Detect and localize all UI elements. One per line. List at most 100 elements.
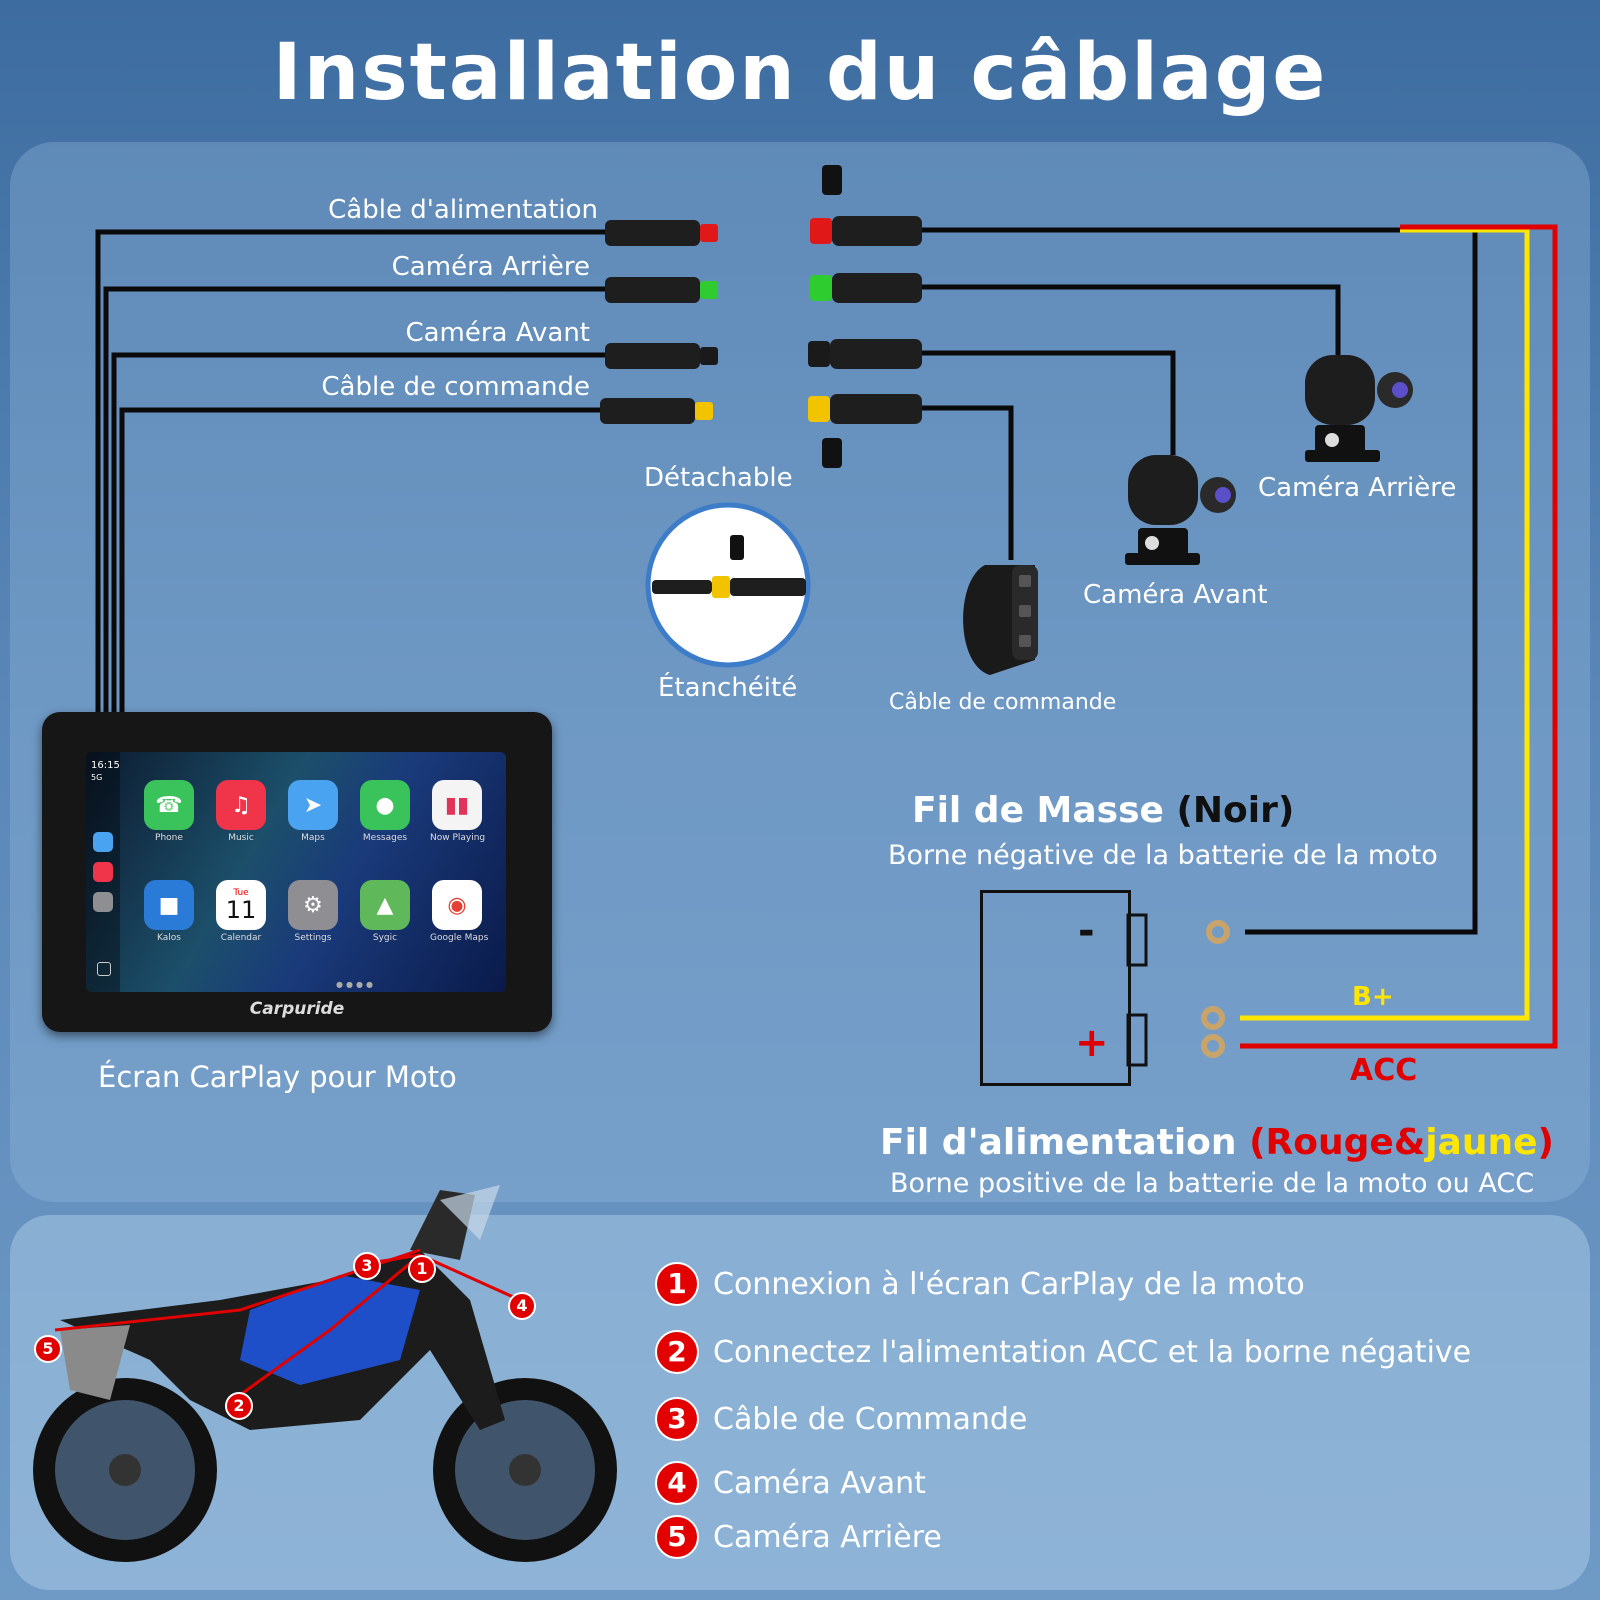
- page-title: Installation du câblage: [272, 28, 1328, 118]
- left-connectors: [600, 220, 718, 424]
- wire-front-left: [111, 352, 610, 712]
- app-kalos[interactable]: ■ Kalos: [142, 880, 196, 943]
- dock-settings-icon[interactable]: [93, 892, 113, 912]
- app-now-playing[interactable]: ▮▮ Now Playing: [430, 780, 485, 843]
- connector-front-right-tip: [808, 341, 830, 367]
- label-detachable: Détachable: [644, 463, 793, 493]
- connector-rear-right: [832, 273, 922, 303]
- label-power-cable-left: Câble d'alimentation: [328, 195, 598, 225]
- app-maps[interactable]: ➤ Maps: [286, 780, 340, 843]
- calendar-icon: Tue 11: [216, 880, 266, 930]
- label-front-camera-left: Caméra Avant: [405, 318, 590, 348]
- status-time: 16:15: [91, 760, 120, 771]
- wire-power-left: [95, 229, 610, 712]
- brand-logo: Carpuride: [249, 999, 345, 1019]
- status-network: 5G: [91, 773, 103, 782]
- connector-power-right: [832, 216, 922, 246]
- battery-box: [980, 890, 1131, 1086]
- acc-label: ACC: [1350, 1053, 1418, 1088]
- connector-front-left-tip: [700, 347, 718, 365]
- app-settings[interactable]: ⚙ Settings: [286, 880, 340, 943]
- bplus-label: B+: [1352, 982, 1394, 1012]
- motorcycle-illustration: [33, 1185, 617, 1562]
- connector-front-right: [830, 339, 922, 369]
- app-phone[interactable]: ☎ Phone: [142, 780, 196, 843]
- bike-marker-1: 1: [408, 1255, 436, 1283]
- battery-minus: -: [1078, 908, 1095, 954]
- ground-wire-desc: Borne négative de la batterie de la moto: [888, 840, 1438, 871]
- wire-power-right-black: [922, 227, 1478, 935]
- connector-control-left-tip: [695, 402, 713, 420]
- connector-power-left-tip: [700, 224, 718, 242]
- home-button-icon[interactable]: [97, 962, 111, 976]
- connector-control-right-tip: [808, 396, 830, 422]
- ring-terminals: [1201, 920, 1230, 1058]
- wire-rear-camera: [922, 284, 1341, 355]
- app-music[interactable]: ♫ Music: [214, 780, 268, 843]
- app-calendar[interactable]: Tue 11 Calendar: [214, 880, 268, 943]
- messages-icon: ●: [360, 780, 410, 830]
- app-sygic[interactable]: ▲ Sygic: [358, 880, 412, 943]
- wire-front-camera: [922, 350, 1176, 455]
- sygic-icon: ▲: [360, 880, 410, 930]
- right-connectors: [808, 165, 922, 468]
- power-wire-desc: Borne positive de la batterie de la moto…: [890, 1168, 1535, 1199]
- connector-power-left: [605, 220, 700, 246]
- ring-terminal-acc: [1201, 1034, 1225, 1058]
- screen-caption: Écran CarPlay pour Moto: [98, 1060, 457, 1094]
- cap-top: [822, 165, 842, 195]
- carplay-screen: 16:15 5G ☎ Phone ♫ Music ➤ Maps ● Messag…: [86, 752, 506, 992]
- connector-control-left: [600, 398, 695, 424]
- connector-rear-right-tip: [810, 275, 832, 301]
- bike-marker-4: 4: [508, 1292, 536, 1320]
- label-waterproof: Étanchéité: [658, 673, 798, 703]
- bike-marker-5: 5: [34, 1335, 62, 1363]
- connector-rear-left: [605, 277, 700, 303]
- phone-icon: ☎: [144, 780, 194, 830]
- ring-terminal-bplus: [1201, 1006, 1225, 1030]
- now-playing-icon: ▮▮: [432, 780, 482, 830]
- connector-rear-left-tip: [700, 281, 718, 299]
- power-wire-heading: Fil d'alimentation (Rouge&jaune): [880, 1122, 1554, 1163]
- connector-power-right-tip: [810, 218, 832, 244]
- bike-marker-2: 2: [225, 1392, 253, 1420]
- label-control-cable-left: Câble de commande: [321, 372, 590, 402]
- calendar-day: Tue: [233, 888, 249, 898]
- rear-camera-icon: [1305, 355, 1413, 462]
- dock-music-icon[interactable]: [93, 862, 113, 882]
- calendar-date: 11: [225, 896, 257, 924]
- dock-maps-icon[interactable]: [93, 832, 113, 852]
- maps-icon: ➤: [288, 780, 338, 830]
- connector-control-right: [830, 394, 922, 424]
- carplay-dock: 16:15 5G: [86, 752, 120, 992]
- app-messages[interactable]: ● Messages: [358, 780, 412, 843]
- ground-wire-heading: Fil de Masse (Noir): [912, 790, 1295, 831]
- wire-control: [922, 405, 1014, 560]
- music-icon: ♫: [216, 780, 266, 830]
- label-rear-camera-device: Caméra Arrière: [1258, 473, 1457, 503]
- ring-terminal-negative: [1206, 920, 1230, 944]
- page-dots: ●●●●: [336, 980, 376, 989]
- cap-bottom: [822, 438, 842, 468]
- kalos-icon: ■: [144, 880, 194, 930]
- connector-front-left: [605, 343, 700, 369]
- app-google-maps[interactable]: ◉ Google Maps: [430, 880, 488, 943]
- front-camera-icon: [1125, 455, 1236, 565]
- settings-icon: ⚙: [288, 880, 338, 930]
- wire-power-right-yellow: [1240, 227, 1530, 1021]
- label-control-cable-device: Câble de commande: [889, 690, 1117, 715]
- wire-rear-left: [103, 286, 610, 712]
- wire-power-right-red: [1240, 224, 1558, 1049]
- battery-plus: +: [1075, 1020, 1109, 1066]
- carplay-screen-device: 16:15 5G ☎ Phone ♫ Music ➤ Maps ● Messag…: [42, 712, 552, 1032]
- control-switch-icon: [963, 565, 1038, 675]
- label-front-camera-device: Caméra Avant: [1083, 580, 1268, 610]
- wire-control-left: [119, 407, 610, 712]
- label-rear-camera-left: Caméra Arrière: [391, 252, 590, 282]
